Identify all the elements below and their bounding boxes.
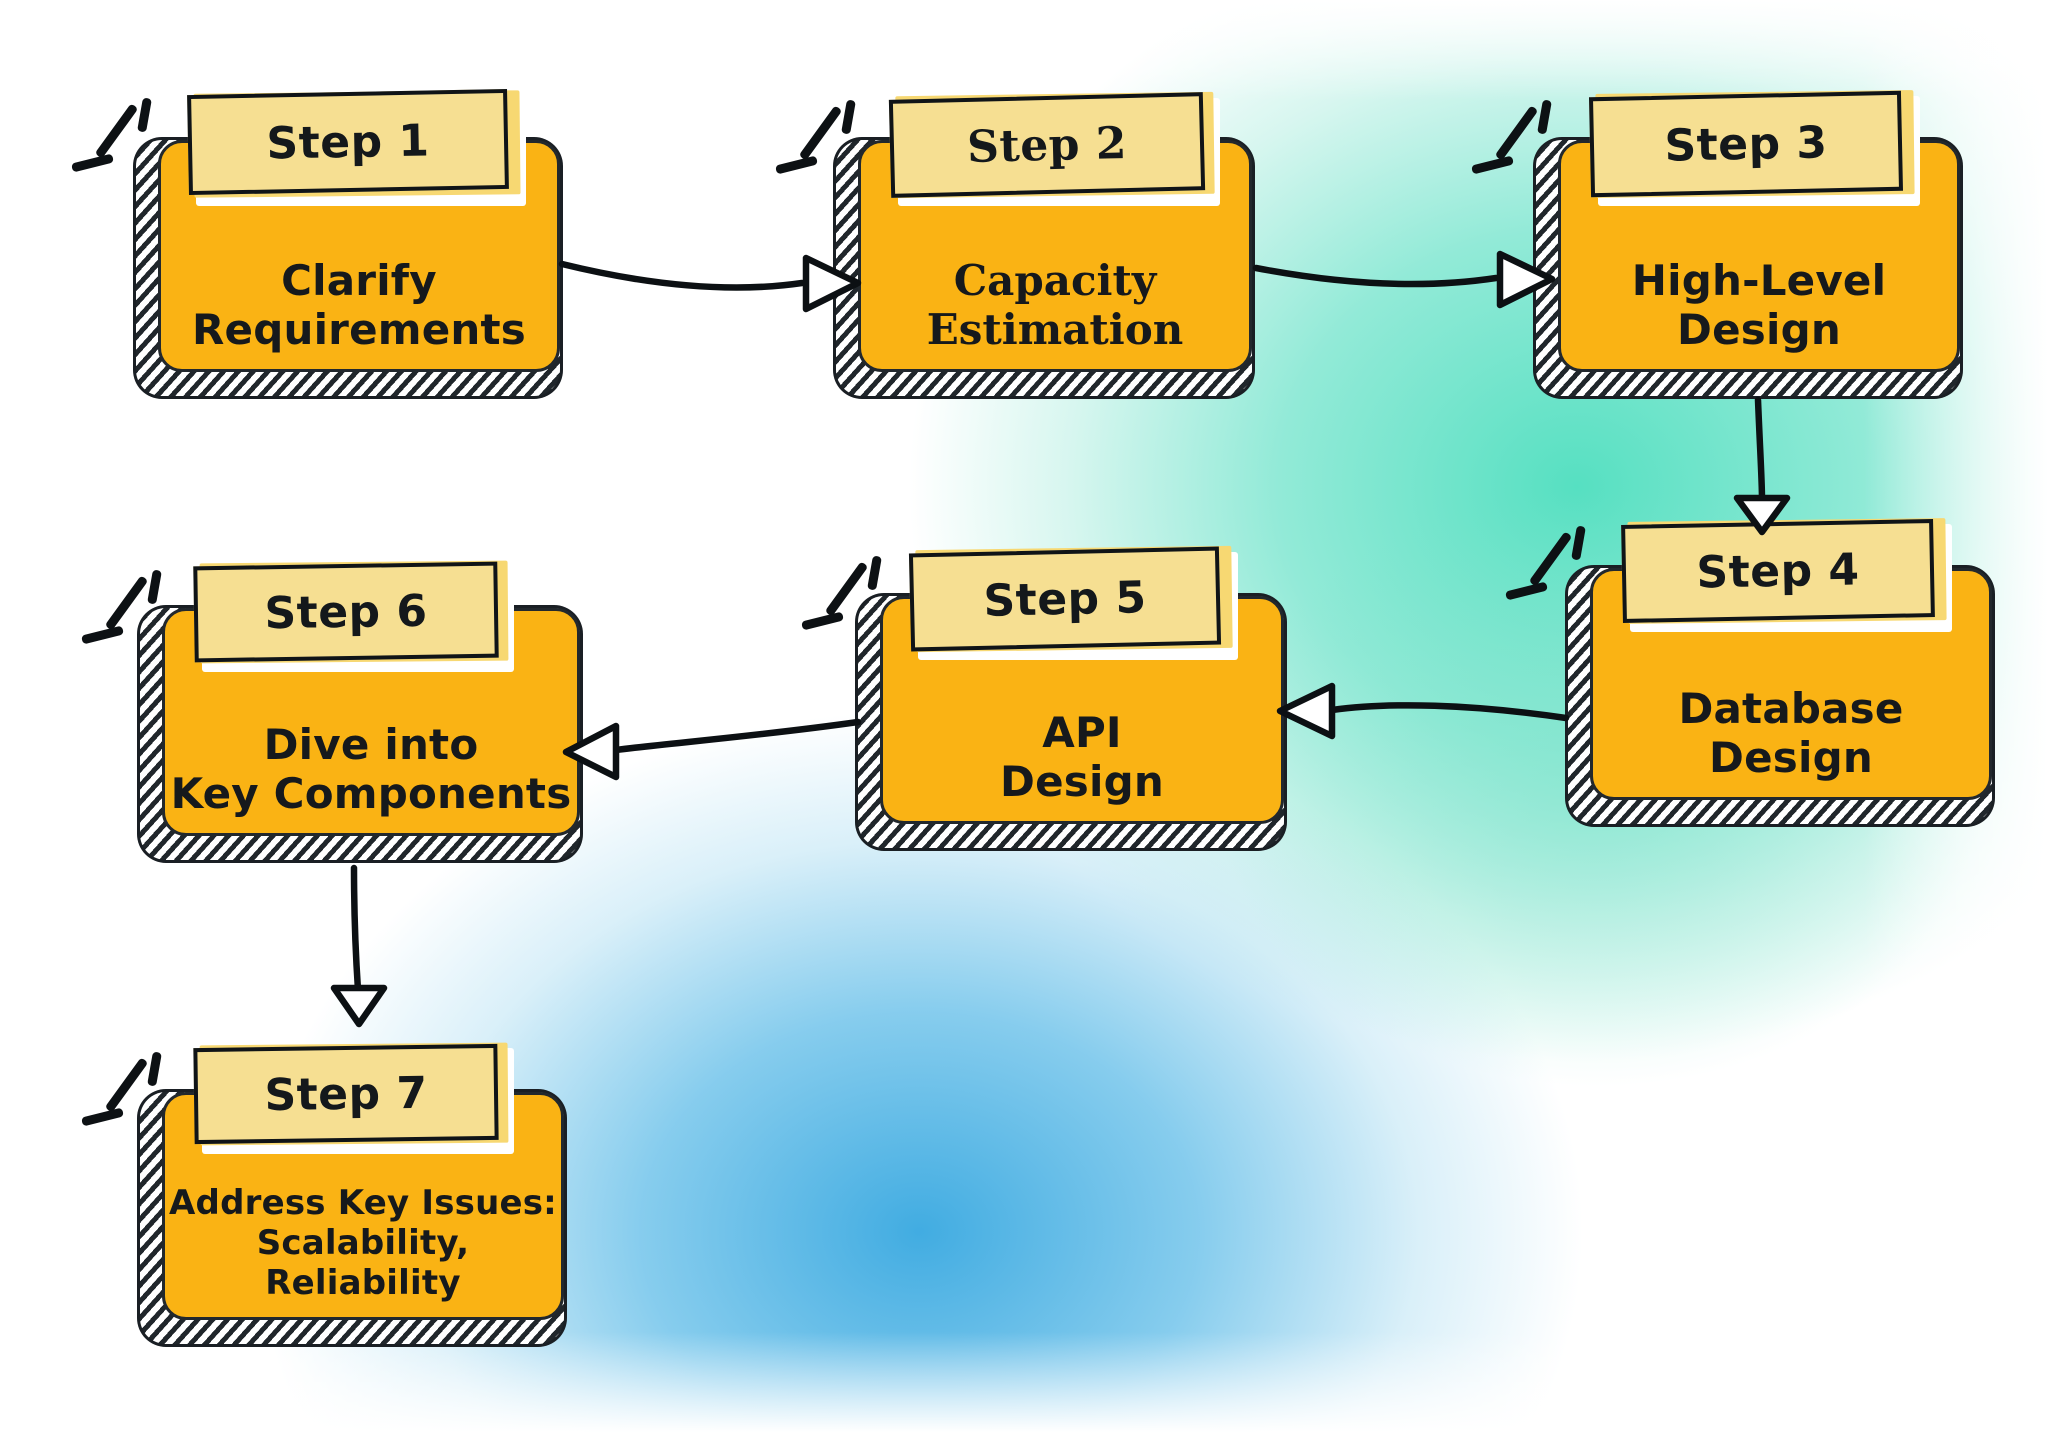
node-step1-label: Step 1	[187, 88, 509, 196]
node-step3-label: Step 3	[1588, 90, 1904, 198]
node-step4-label: Step 4	[1621, 519, 1935, 623]
node-step1-text: Clarify Requirements	[191, 255, 526, 355]
node-step7-text: Address Key Issues: Scalability, Reliabi…	[169, 1182, 557, 1303]
edge-step6-to-step7	[330, 864, 388, 1028]
node-step5-text: API Design	[1000, 707, 1164, 807]
edge-step2-to-step3	[1252, 250, 1556, 309]
edge-step5-to-step6	[562, 718, 862, 781]
spark-marks-step3	[1471, 99, 1570, 192]
node-step4-text: Database Design	[1678, 683, 1904, 783]
edge-step3-to-step4	[1733, 396, 1791, 536]
node-step6-text: Dive into Key Components	[170, 719, 572, 819]
node-step2-text: Capacity Estimation	[926, 255, 1184, 355]
node-step5-label: Step 5	[908, 546, 1222, 652]
node-step3-text: High-Level Design	[1631, 255, 1887, 355]
spark-marks-step4	[1505, 525, 1604, 618]
edge-step4-to-step5	[1276, 682, 1570, 740]
edge-step1-to-step2	[558, 254, 862, 313]
spark-marks-step7	[81, 1051, 180, 1144]
node-step2-label: Step 2	[888, 92, 1206, 198]
node-step7-label: Step 7	[193, 1043, 499, 1145]
spark-marks-step5	[801, 555, 900, 648]
node-step6-label: Step 6	[193, 561, 499, 663]
spark-marks-step6	[81, 569, 180, 662]
spark-marks-step2	[775, 99, 874, 192]
spark-marks-step1	[71, 97, 170, 190]
